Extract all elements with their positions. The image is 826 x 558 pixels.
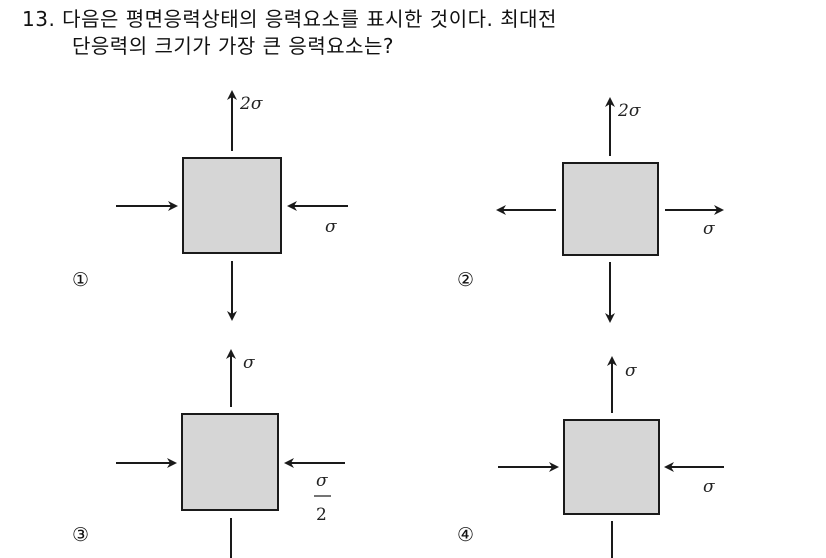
label-vertical-4: σ [625, 361, 637, 381]
element-square-4 [563, 419, 660, 515]
label-horizontal-4: σ [703, 477, 715, 497]
stress-element-4 [498, 356, 724, 558]
label-horizontal-1: σ [325, 217, 337, 237]
question-number: 13. [22, 7, 56, 31]
label-vertical-3: σ [243, 353, 255, 373]
label-vertical-2: 2σ [617, 101, 641, 121]
stress-element-1 [116, 90, 348, 321]
stress-element-3 [116, 349, 345, 558]
label-horizontal-2: σ [703, 219, 715, 239]
choice-marker-3[interactable]: ③ [72, 524, 90, 546]
question-line-2: 단응력의 크기가 가장 큰 응력요소는? [72, 34, 395, 58]
element-square-3 [181, 413, 279, 511]
label-horizontal-3-numerator: σ [316, 471, 328, 491]
stress-element-2 [496, 97, 724, 323]
element-square-1 [182, 157, 282, 254]
label-horizontal-3-denominator: 2 [316, 505, 327, 525]
question: 13. 다음은 평면응력상태의 응력요소를 표시한 것이다. 최대전 단응력의 … [22, 6, 557, 60]
choice-marker-1[interactable]: ① [72, 269, 90, 291]
label-vertical-1: 2σ [239, 94, 263, 114]
question-line-1: 13. 다음은 평면응력상태의 응력요소를 표시한 것이다. 최대전 [22, 6, 557, 33]
choice-marker-2[interactable]: ② [457, 269, 475, 291]
question-text-1: 다음은 평면응력상태의 응력요소를 표시한 것이다. 최대전 [62, 7, 557, 31]
choice-marker-4[interactable]: ④ [457, 524, 475, 546]
element-square-2 [562, 162, 659, 256]
